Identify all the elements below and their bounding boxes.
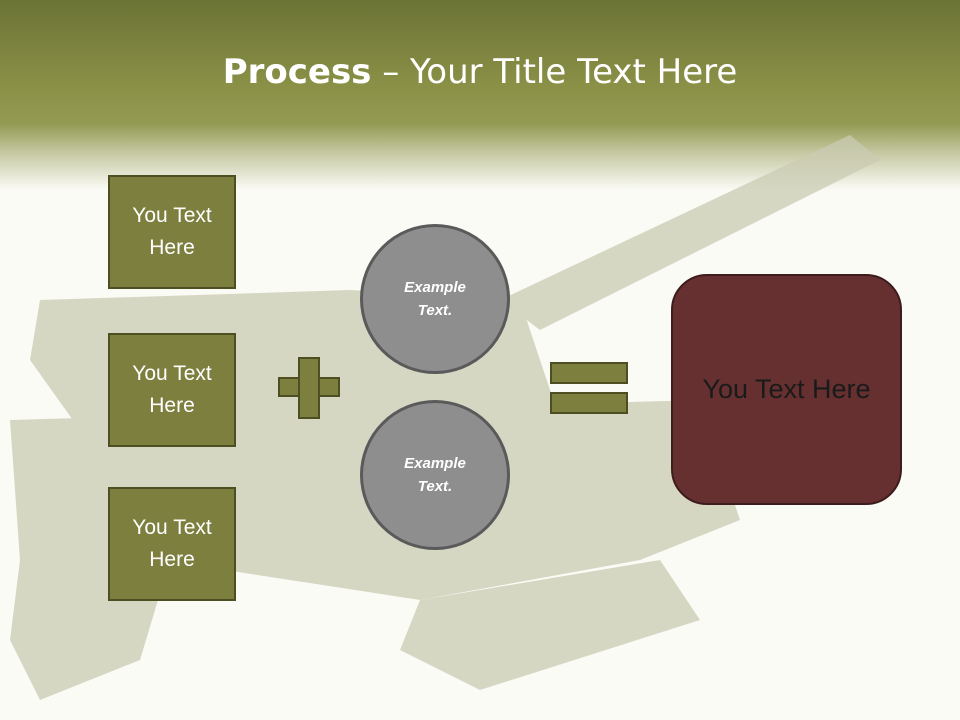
- result-box[interactable]: You Text Here: [671, 274, 902, 505]
- text-box-1[interactable]: You Text Here: [108, 175, 236, 289]
- text-box-label: You Text Here: [132, 362, 212, 417]
- text-box-2[interactable]: You Text Here: [108, 333, 236, 447]
- example-circle-1[interactable]: Example Text.: [360, 224, 510, 374]
- text-box-3[interactable]: You Text Here: [108, 487, 236, 601]
- circle-label: Example Text.: [404, 279, 466, 319]
- header-band: [0, 0, 960, 190]
- title-rest: – Your Title Text Here: [371, 52, 738, 92]
- text-box-label: You Text Here: [132, 516, 212, 571]
- slide-title: Process – Your Title Text Here: [0, 52, 960, 92]
- circle-label: Example Text.: [404, 455, 466, 495]
- title-bold: Process: [222, 52, 372, 92]
- example-circle-2[interactable]: Example Text.: [360, 400, 510, 550]
- text-box-label: You Text Here: [132, 204, 212, 259]
- result-label: You Text Here: [702, 374, 871, 404]
